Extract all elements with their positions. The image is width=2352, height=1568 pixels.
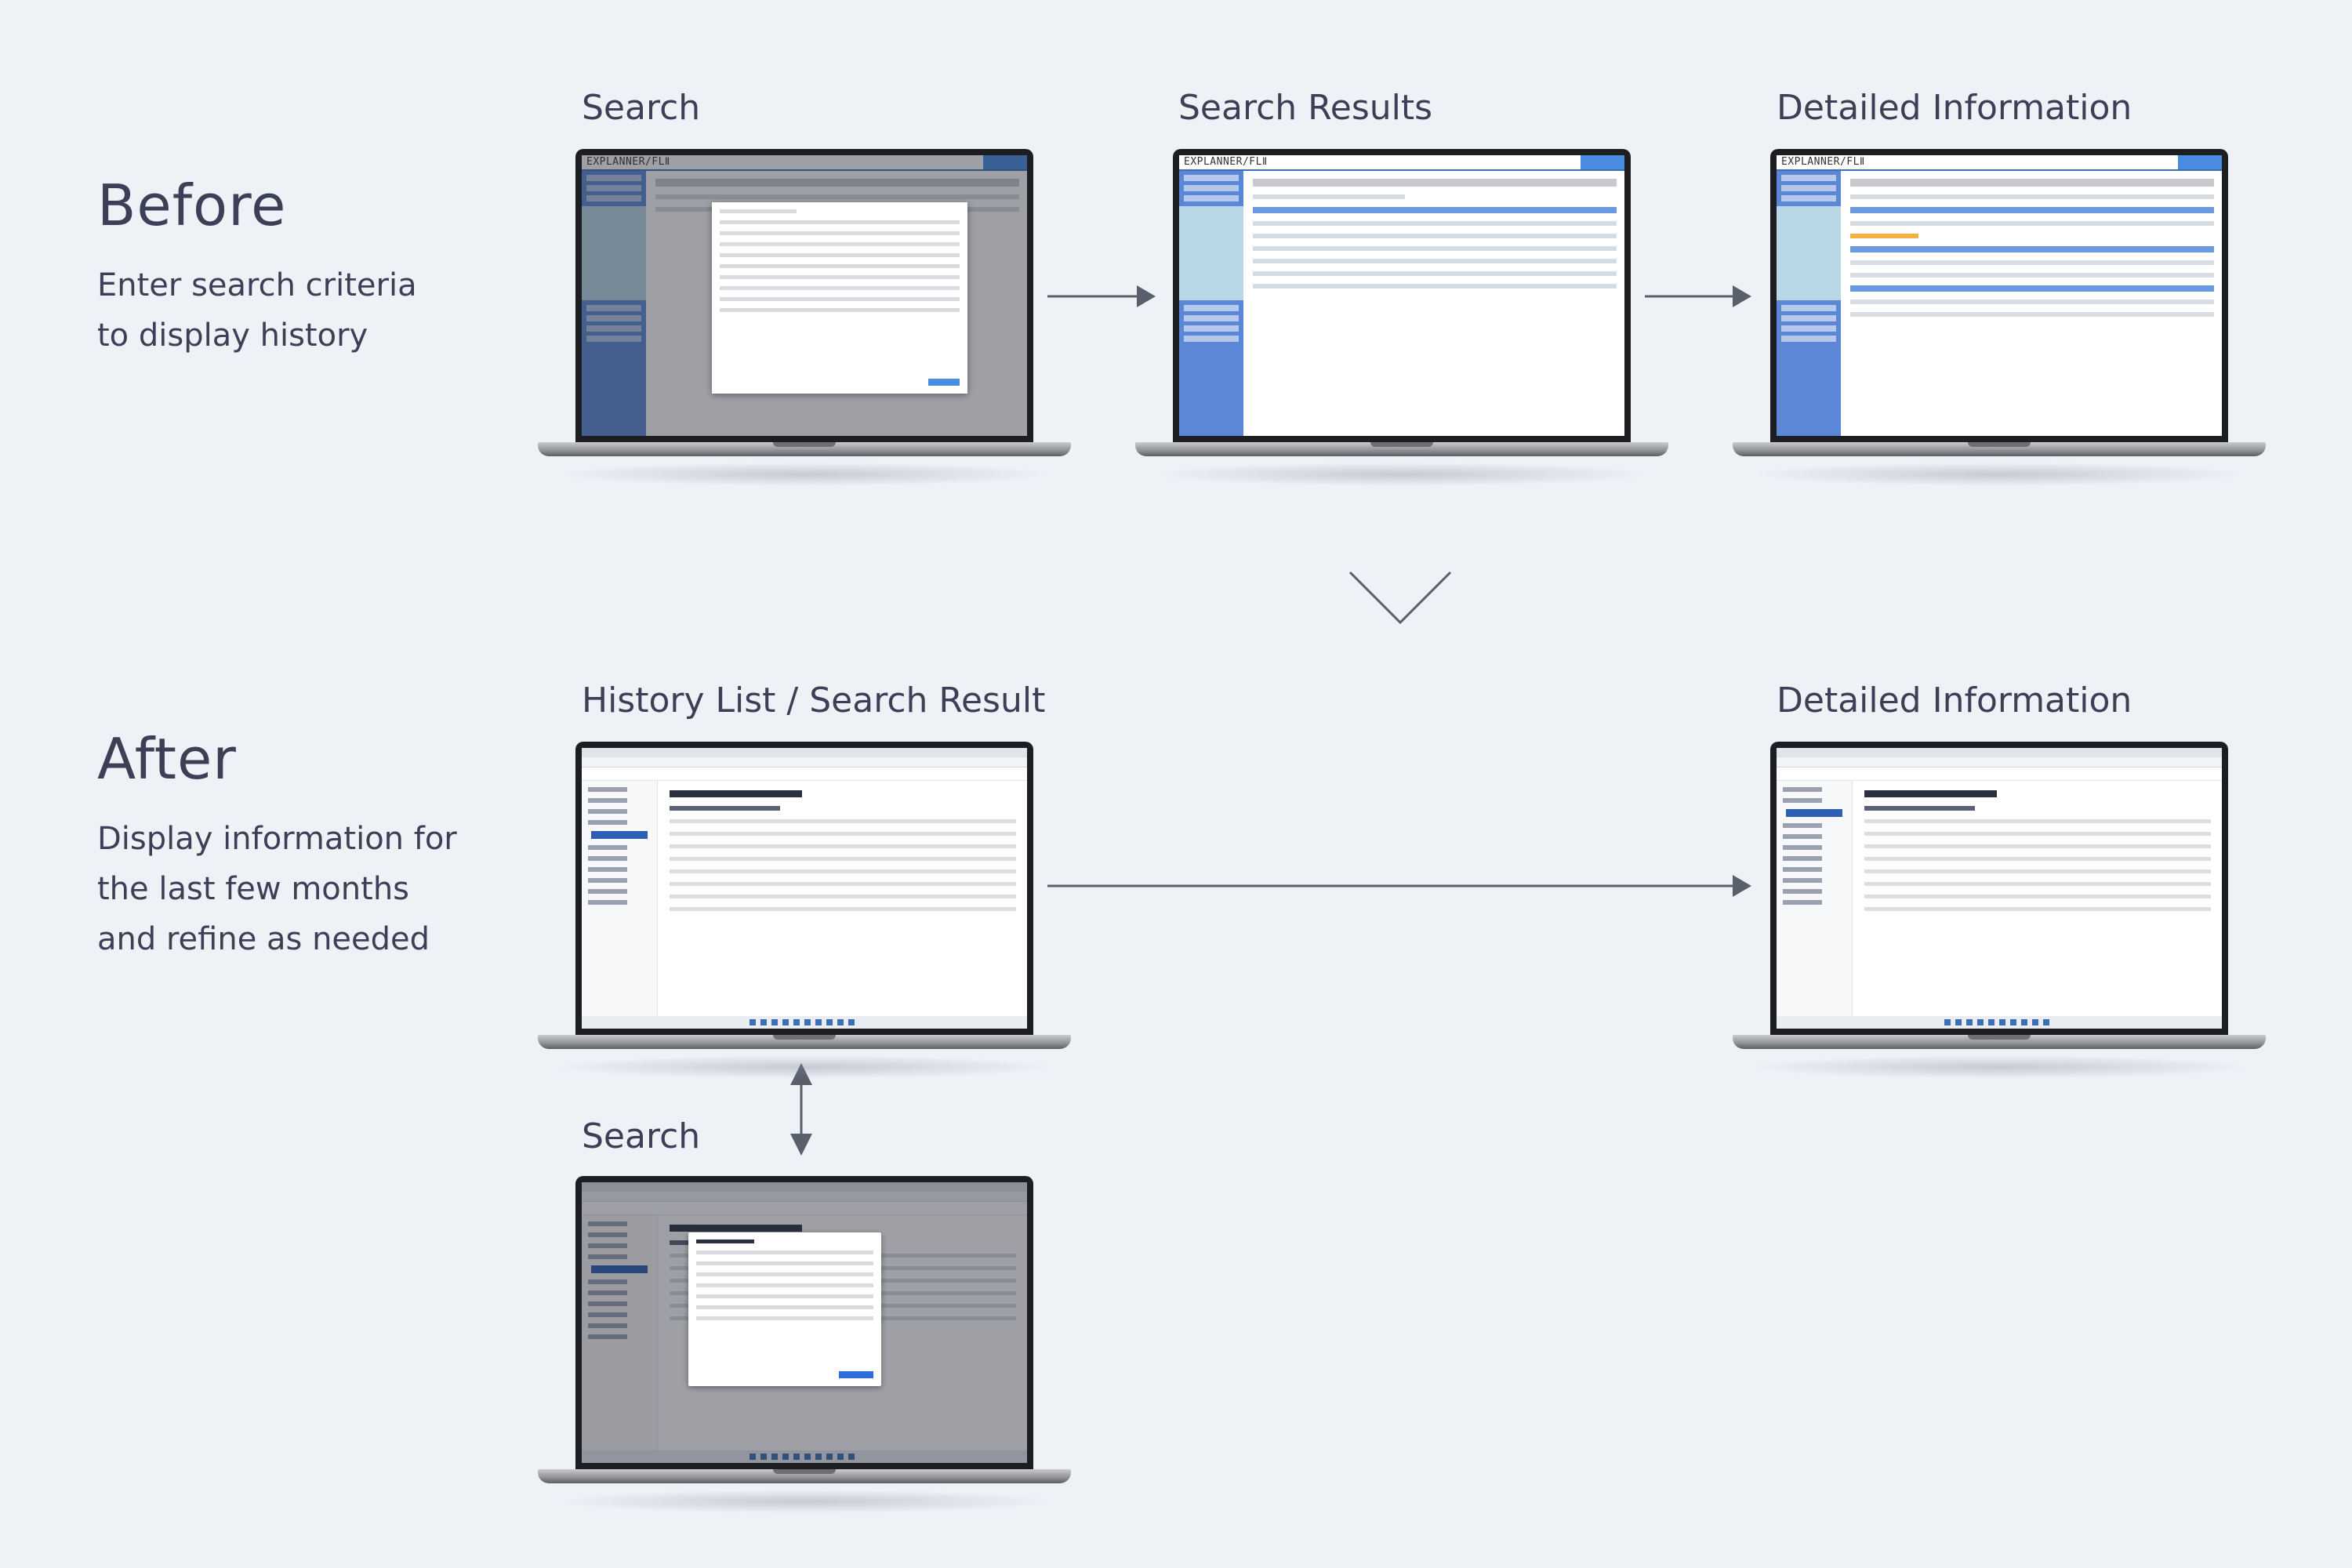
- new-sidebar: [582, 1215, 658, 1450]
- logout-button: [983, 155, 1027, 169]
- before-description: Enter search criteria to display history: [97, 260, 536, 361]
- laptop-base: [1733, 1035, 2266, 1049]
- chevron-down-icon: [1348, 571, 1452, 625]
- laptop-notch: [1968, 1035, 2031, 1040]
- new-main: [1853, 781, 2222, 1016]
- logout-button: [2178, 155, 2222, 169]
- laptop-bezel: [1770, 742, 2228, 1035]
- old-sidebar: [1777, 171, 1841, 436]
- laptop-shadow: [554, 463, 1055, 486]
- taskbar: [582, 1450, 1027, 1463]
- old-main: [1245, 171, 1624, 436]
- laptop-bezel: EXPLANNER/FLⅡ: [1173, 149, 1631, 442]
- arrow-right-icon: [1047, 875, 1751, 897]
- old-brand: EXPLANNER/FLⅡ: [1781, 156, 1865, 168]
- laptop-base: [538, 1469, 1071, 1483]
- laptop-before-detailed-information: EXPLANNER/FLⅡ: [1733, 149, 2266, 494]
- app-header: [582, 768, 1027, 781]
- laptop-shadow: [1748, 1055, 2250, 1079]
- old-header: EXPLANNER/FLⅡ: [1179, 155, 1624, 171]
- laptop-shadow: [554, 1055, 1055, 1079]
- before-description-line: to display history: [97, 318, 368, 354]
- laptop-after-detailed-information: [1733, 742, 2266, 1087]
- screen-after-history-list: [582, 748, 1027, 1029]
- laptop-shadow: [1748, 463, 2250, 486]
- old-sidebar: [582, 171, 646, 436]
- before-heading: Before: [97, 172, 287, 238]
- arrow-right-icon: [1645, 285, 1751, 307]
- browser-url-bar: [1777, 757, 2222, 768]
- laptop-notch: [1370, 442, 1433, 447]
- laptop-notch: [773, 1469, 836, 1474]
- browser-tab-bar: [582, 1182, 1027, 1192]
- after-step-label-search: Search: [582, 1116, 701, 1156]
- old-brand: EXPLANNER/FLⅡ: [1184, 156, 1268, 168]
- new-sidebar: [1777, 781, 1853, 1016]
- old-header: EXPLANNER/FLⅡ: [582, 155, 1027, 171]
- laptop-base: [1135, 442, 1668, 456]
- laptop-bezel: EXPLANNER/FLⅡ: [1770, 149, 2228, 442]
- after-heading: After: [97, 726, 237, 792]
- taskbar: [1777, 1016, 2222, 1029]
- screen-after-detailed-information: [1777, 748, 2222, 1029]
- screen-before-search: EXPLANNER/FLⅡ: [582, 155, 1027, 436]
- laptop-base: [1733, 442, 2266, 456]
- screen-before-search-results: EXPLANNER/FLⅡ: [1179, 155, 1624, 436]
- new-main: [659, 781, 1027, 1016]
- double-arrow-vertical-icon: [790, 1063, 812, 1156]
- new-sidebar: [582, 781, 658, 1016]
- laptop-after-history-list: [538, 742, 1071, 1087]
- after-description: Display information for the last few mon…: [97, 814, 536, 964]
- laptop-notch: [773, 1035, 836, 1040]
- before-step-label-search: Search: [582, 88, 701, 128]
- browser-url-bar: [582, 757, 1027, 768]
- search-button: [928, 379, 960, 386]
- screen-after-search: [582, 1182, 1027, 1463]
- laptop-shadow: [1151, 463, 1653, 486]
- after-step-label-detailed-information: Detailed Information: [1777, 681, 2132, 720]
- screen-before-detailed-information: EXPLANNER/FLⅡ: [1777, 155, 2222, 436]
- laptop-base: [538, 1035, 1071, 1049]
- taskbar: [582, 1016, 1027, 1029]
- search-criteria-modal: [712, 202, 967, 394]
- laptop-before-search: EXPLANNER/FLⅡ: [538, 149, 1071, 494]
- laptop-bezel: EXPLANNER/FLⅡ: [575, 149, 1033, 442]
- after-description-line: and refine as needed: [97, 921, 430, 957]
- laptop-notch: [773, 442, 836, 447]
- app-header: [582, 1202, 1027, 1215]
- after-step-label-history-list: History List / Search Result: [582, 681, 1046, 720]
- laptop-before-search-results: EXPLANNER/FLⅡ: [1135, 149, 1668, 494]
- app-header: [1777, 768, 2222, 781]
- browser-tab-bar: [582, 748, 1027, 757]
- after-description-line: Display information for: [97, 821, 457, 857]
- browser-tab-bar: [1777, 748, 2222, 757]
- before-step-label-detailed-information: Detailed Information: [1777, 88, 2132, 128]
- laptop-after-search: [538, 1176, 1071, 1521]
- old-main: [1842, 171, 2222, 436]
- laptop-bezel: [575, 742, 1033, 1035]
- after-description-line: the last few months: [97, 871, 410, 907]
- detail-criteria-modal: [688, 1232, 881, 1386]
- laptop-notch: [1968, 442, 2031, 447]
- before-description-line: Enter search criteria: [97, 267, 417, 303]
- laptop-base: [538, 442, 1071, 456]
- laptop-shadow: [554, 1490, 1055, 1513]
- apply-button: [839, 1371, 873, 1378]
- old-brand: EXPLANNER/FLⅡ: [586, 156, 670, 168]
- laptop-bezel: [575, 1176, 1033, 1469]
- logout-button: [1581, 155, 1624, 169]
- old-header: EXPLANNER/FLⅡ: [1777, 155, 2222, 171]
- arrow-right-icon: [1047, 285, 1156, 307]
- browser-url-bar: [582, 1192, 1027, 1202]
- before-step-label-search-results: Search Results: [1178, 88, 1433, 128]
- old-sidebar: [1179, 171, 1243, 436]
